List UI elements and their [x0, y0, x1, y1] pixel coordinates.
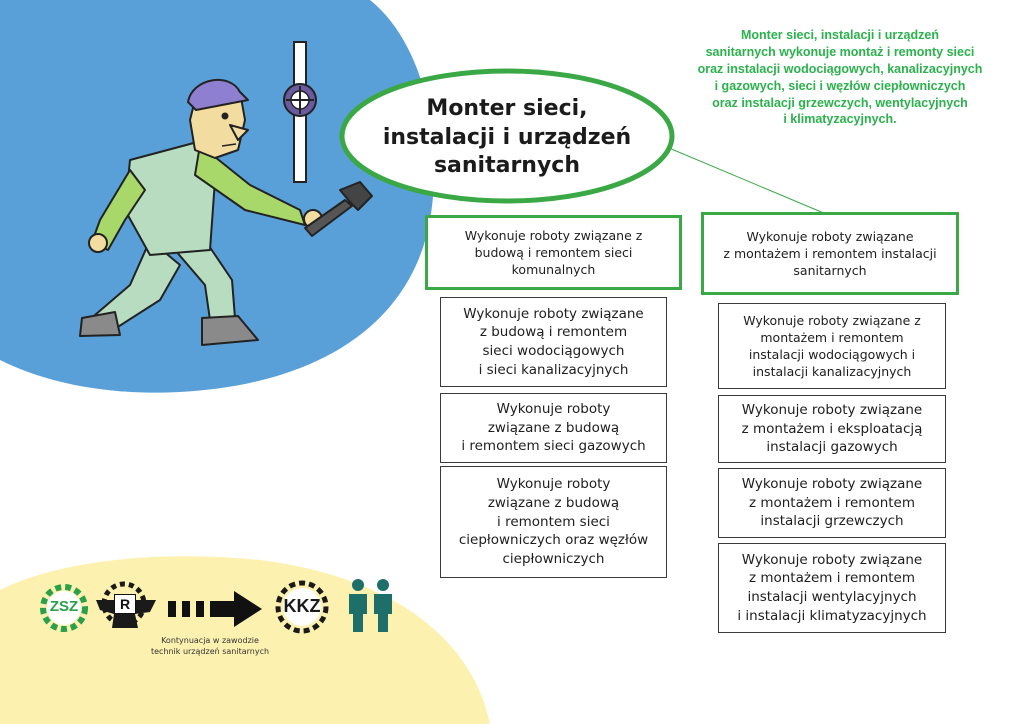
left-column-item: Wykonuje roboty związane z budową i remo…: [440, 466, 667, 578]
zsz-logo: [40, 584, 88, 632]
profession-description: Monter sieci, instalacji i urządzeń sani…: [697, 28, 983, 127]
right-column-item: Wykonuje roboty związane z montażem i re…: [718, 468, 946, 538]
anvil-r-logo: [96, 581, 156, 628]
kkz-logo-text: KKZ: [283, 596, 321, 616]
arrow-right-icon: [168, 591, 262, 627]
zsz-logo-text: ZSZ: [49, 598, 79, 615]
connector-line: [649, 139, 827, 215]
left-column-item: Wykonuje roboty związane z budową i remo…: [440, 393, 667, 463]
right-column-item: Wykonuje roboty związane z montażem i re…: [718, 543, 946, 633]
continuation-note: Kontynuacja w zawodzie technik urządzeń …: [150, 636, 270, 657]
right-column-item: Wykonuje roboty związane z montażem i re…: [718, 303, 946, 389]
diagram-title: Monter sieci, instalacji i urządzeń sani…: [382, 96, 632, 179]
two-persons-icon: [349, 579, 392, 632]
pipe-valve-illustration: [283, 41, 317, 183]
right-column-item: Wykonuje roboty związane z montażem i ek…: [718, 395, 946, 463]
r-logo-text: R: [114, 594, 136, 614]
left-column-item: Wykonuje roboty związane z budową i remo…: [440, 297, 667, 387]
plumber-illustration: [79, 78, 373, 346]
blue-background-shape: [0, 0, 435, 393]
kkz-logo: [275, 580, 329, 634]
right-column-header: Wykonuje roboty związane z montażem i re…: [701, 212, 959, 295]
title-ellipse: [339, 68, 675, 204]
left-column-header: Wykonuje roboty związane z budową i remo…: [425, 215, 682, 290]
